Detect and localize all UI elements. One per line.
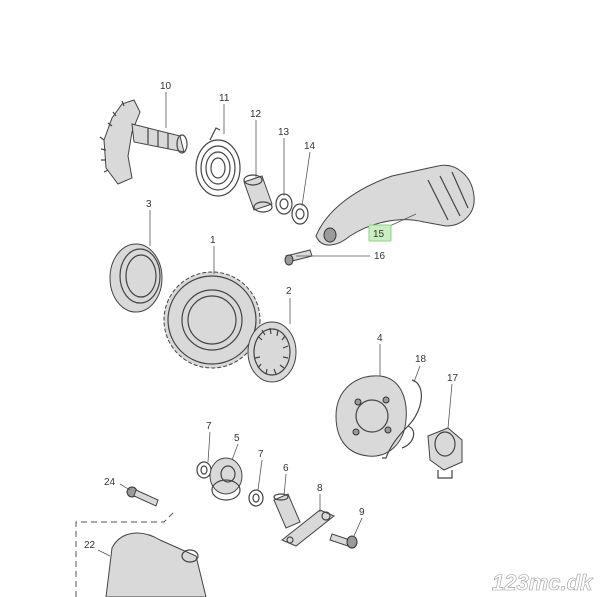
callout-label: 14 bbox=[304, 141, 316, 152]
callout-labels: 10 11 12 13 14 15 16 3 1 2 4 18 17 7 5 7… bbox=[84, 81, 459, 551]
part-6-pin[interactable] bbox=[273, 493, 301, 529]
part-17-pinion[interactable] bbox=[427, 427, 463, 479]
callout-15-highlight bbox=[368, 224, 392, 242]
callout-label: 7 bbox=[206, 421, 212, 432]
part-10-kick-shaft[interactable] bbox=[99, 99, 188, 185]
callout-label: 22 bbox=[84, 540, 96, 551]
callout-label: 13 bbox=[278, 127, 290, 138]
part-12-sleeve[interactable] bbox=[243, 174, 273, 213]
part-9-screw[interactable] bbox=[329, 533, 358, 549]
part-5-gear[interactable] bbox=[209, 457, 243, 501]
callout-label: 15 bbox=[373, 229, 385, 240]
part-14-washer[interactable] bbox=[291, 203, 309, 225]
part-2-bearing[interactable] bbox=[247, 321, 297, 383]
part-7-washer-a[interactable] bbox=[196, 461, 212, 479]
part-7-washer-b[interactable] bbox=[248, 489, 264, 507]
callout-label: 6 bbox=[283, 463, 289, 474]
callout-label: 18 bbox=[415, 354, 427, 365]
callout-label: 11 bbox=[219, 93, 230, 104]
part-24-bolt[interactable] bbox=[126, 486, 159, 507]
part-22-housing-group[interactable] bbox=[75, 511, 207, 597]
callout-label: 2 bbox=[286, 286, 292, 297]
callout-label: 5 bbox=[234, 433, 240, 444]
watermark-text: 123mc.dk bbox=[492, 570, 594, 595]
callout-label: 17 bbox=[447, 373, 459, 384]
part-8-plate[interactable] bbox=[281, 509, 335, 547]
callout-label: 24 bbox=[104, 477, 116, 488]
part-18-clip[interactable] bbox=[382, 379, 422, 459]
leader-lines bbox=[97, 92, 453, 557]
callout-label: 16 bbox=[374, 251, 386, 262]
callout-label: 3 bbox=[146, 199, 152, 210]
part-11-spring[interactable] bbox=[195, 127, 241, 197]
part-3-seal[interactable] bbox=[109, 243, 163, 313]
part-13-washer[interactable] bbox=[275, 193, 293, 215]
part-16-bolt[interactable] bbox=[284, 249, 313, 266]
part-4-clutch-plate[interactable] bbox=[335, 375, 407, 457]
callout-label: 12 bbox=[250, 109, 262, 120]
callout-label: 8 bbox=[317, 483, 323, 494]
callout-label: 9 bbox=[359, 507, 365, 518]
callout-label: 4 bbox=[377, 333, 383, 344]
callout-label: 1 bbox=[210, 235, 216, 246]
callout-label: 10 bbox=[160, 81, 172, 92]
part-15-kick-lever[interactable] bbox=[315, 164, 475, 246]
callout-label: 7 bbox=[258, 449, 264, 460]
part-1-gear[interactable] bbox=[163, 271, 261, 369]
